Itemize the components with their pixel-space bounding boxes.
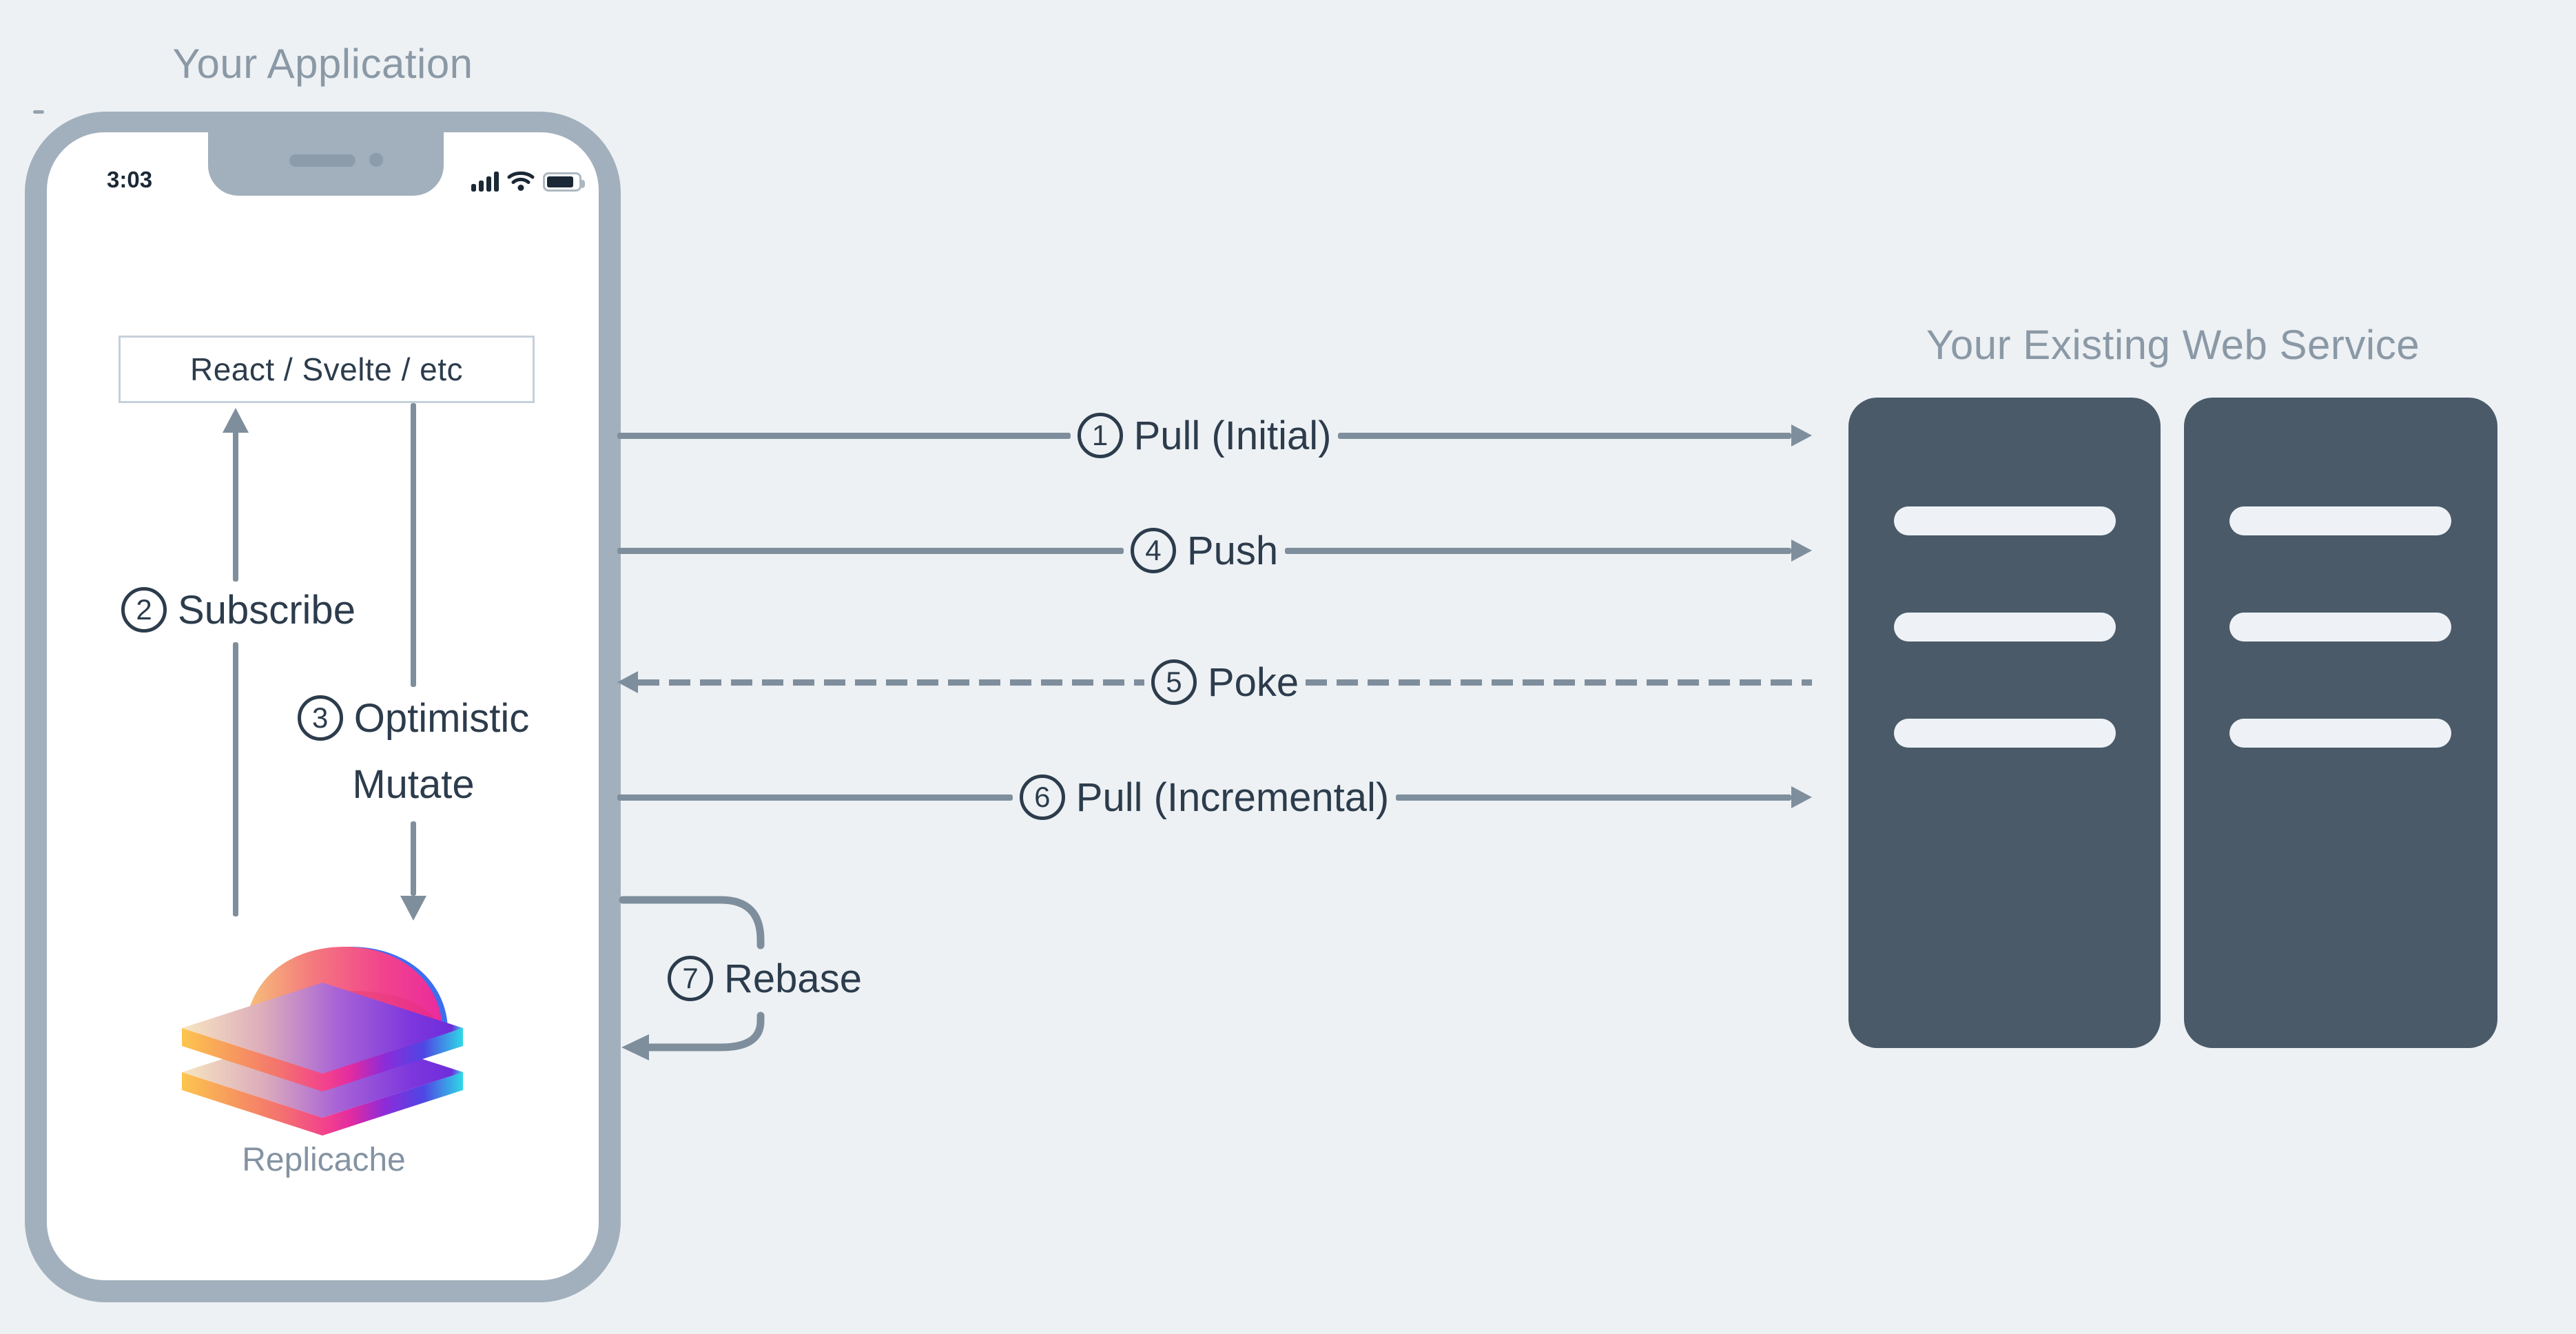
server-tower-left bbox=[1848, 398, 2161, 1048]
server-slot bbox=[1894, 613, 2116, 642]
flow-label-text: Pull (Initial) bbox=[1133, 413, 1332, 458]
app-title: Your Application bbox=[172, 41, 473, 87]
circled-number: 5 bbox=[1151, 659, 1197, 705]
mutate-arrowhead-down-icon bbox=[400, 896, 426, 921]
camera-dot-icon bbox=[369, 153, 383, 167]
flow-dashed-line bbox=[638, 679, 1144, 686]
circled-number: 2 bbox=[121, 587, 167, 633]
arrowhead-right-icon bbox=[1791, 786, 1813, 808]
flow-line bbox=[617, 794, 1013, 801]
flow-line bbox=[1338, 432, 1792, 439]
rebase-loop-arrow bbox=[617, 887, 785, 1064]
server-slot bbox=[1894, 719, 2116, 748]
rebase-label: 7 Rebase bbox=[641, 951, 889, 1006]
flow-label-text: Pull (Incremental) bbox=[1075, 774, 1390, 820]
server-slot bbox=[1894, 506, 2116, 535]
status-time: 3:03 bbox=[107, 167, 153, 192]
flow-pull-initial: 1 Pull (Initial) bbox=[617, 407, 1813, 464]
status-icons bbox=[471, 170, 585, 192]
signal-icon bbox=[471, 172, 499, 192]
rebase-label-text: Rebase bbox=[724, 956, 862, 1001]
server-slot bbox=[2229, 719, 2451, 748]
circled-number: 6 bbox=[1019, 774, 1065, 820]
circled-number: 3 bbox=[297, 695, 343, 741]
flow-poke: 5 Poke bbox=[617, 653, 1813, 711]
server-slot bbox=[2229, 506, 2451, 535]
server-tower-right bbox=[2184, 398, 2497, 1048]
flow-label: 6 Pull (Incremental) bbox=[1013, 774, 1396, 821]
circled-number: 1 bbox=[1077, 413, 1123, 458]
framework-box: React / Svelte / etc bbox=[119, 336, 535, 403]
flow-line bbox=[617, 547, 1124, 554]
server-slot bbox=[2229, 613, 2451, 642]
service-title: Your Existing Web Service bbox=[1926, 322, 2420, 368]
mutate-label-text: Mutate bbox=[352, 761, 475, 807]
subscribe-label: 2 Subscribe bbox=[101, 582, 376, 637]
replicache-caption: Replicache bbox=[242, 1142, 406, 1178]
phone-notch bbox=[208, 132, 444, 196]
speaker-grille-icon bbox=[289, 154, 356, 167]
flow-label: 5 Poke bbox=[1144, 659, 1306, 706]
arrowhead-right-icon bbox=[1791, 424, 1813, 447]
optimistic-line-lower bbox=[411, 821, 416, 896]
subscribe-line-upper bbox=[233, 431, 238, 582]
flow-line bbox=[1285, 547, 1792, 554]
subscribe-line-lower bbox=[233, 642, 238, 916]
flow-label-text: Push bbox=[1186, 528, 1279, 573]
flow-label: 1 Pull (Initial) bbox=[1071, 413, 1339, 459]
arrowhead-right-icon bbox=[1791, 540, 1813, 562]
flow-label: 4 Push bbox=[1124, 528, 1285, 574]
corner-dash bbox=[33, 110, 44, 114]
optimistic-label-text: Optimistic bbox=[353, 695, 530, 741]
circled-number: 4 bbox=[1130, 528, 1176, 573]
arrowhead-left-icon bbox=[617, 671, 638, 693]
flow-line bbox=[617, 432, 1071, 439]
replicache-logo bbox=[176, 926, 468, 1138]
flow-line bbox=[1396, 794, 1792, 801]
flow-label-text: Poke bbox=[1207, 659, 1299, 705]
subscribe-label-text: Subscribe bbox=[178, 587, 356, 633]
battery-icon bbox=[543, 172, 585, 192]
flow-dashed-line bbox=[1306, 679, 1813, 686]
flow-push: 4 Push bbox=[617, 522, 1813, 579]
wifi-icon bbox=[507, 170, 535, 192]
subscribe-arrowhead-up-icon bbox=[223, 408, 249, 433]
optimistic-label-line2: Mutate bbox=[276, 758, 551, 810]
flow-pull-incremental: 6 Pull (Incremental) bbox=[617, 768, 1813, 826]
optimistic-label-line1: 3 Optimistic bbox=[276, 692, 551, 744]
circled-number: 7 bbox=[668, 956, 714, 1001]
optimistic-line-upper bbox=[411, 403, 416, 687]
